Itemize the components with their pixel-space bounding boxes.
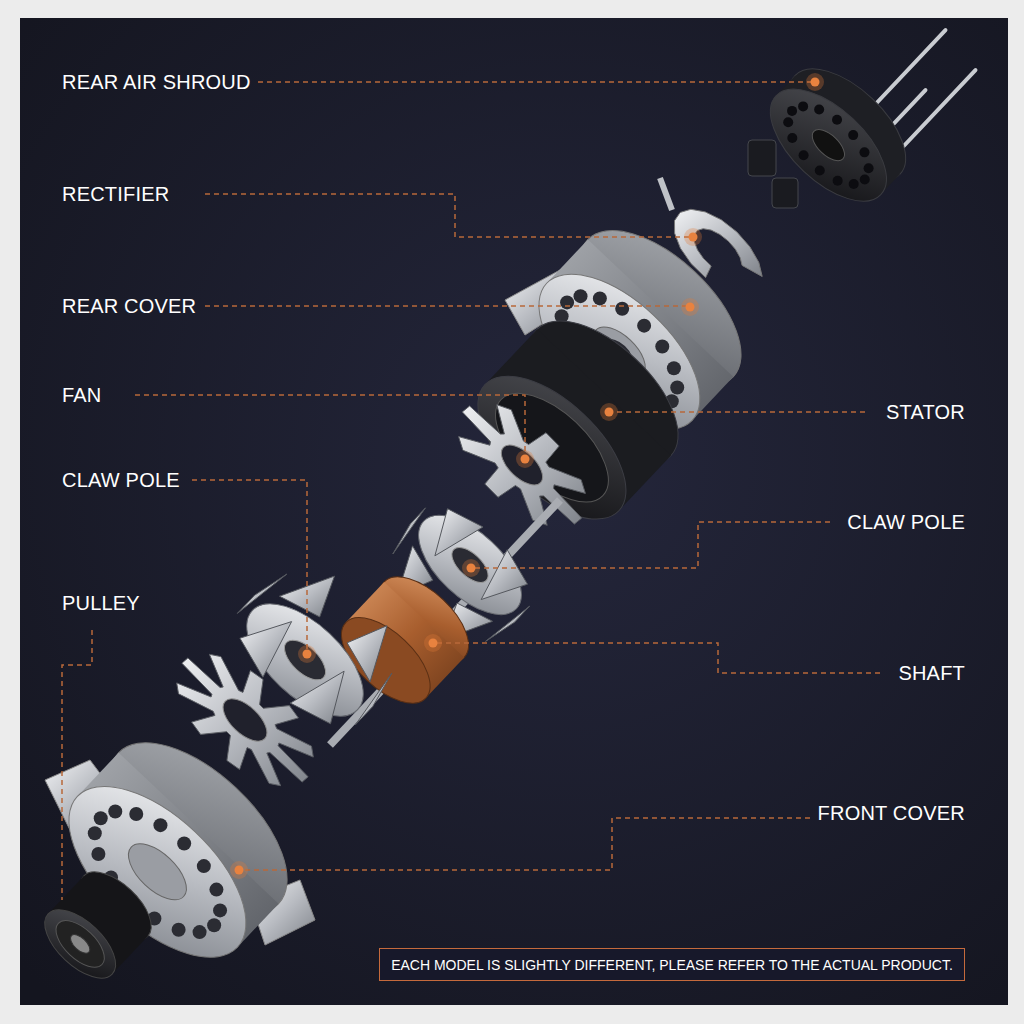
vent-slot: [91, 847, 105, 861]
leader-line: [612, 411, 865, 413]
part-shape: [486, 606, 530, 641]
part-disc: [453, 351, 650, 544]
vent-slot: [667, 361, 681, 375]
vent-slot: [172, 923, 186, 937]
vent-slot: [849, 179, 859, 189]
vent-slot: [593, 291, 607, 305]
vent-slot: [799, 150, 809, 160]
vent-slot: [560, 295, 574, 309]
leader-dot: [689, 233, 698, 242]
vent-slot: [859, 147, 869, 157]
bolt: [870, 30, 945, 110]
part-shape: [240, 622, 292, 678]
vent-slot: [207, 918, 221, 932]
part-label: SHAFT: [898, 661, 965, 685]
leader-line: [435, 643, 880, 673]
part-disc: [40, 756, 276, 987]
part-label: FAN: [62, 383, 102, 407]
leader-dot-glow: [230, 861, 248, 879]
part-label: RECTIFIER: [62, 182, 169, 206]
leader-dot-glow: [298, 645, 316, 663]
vent-slot: [193, 925, 207, 939]
leader-line: [205, 194, 690, 237]
vent-slot: [209, 883, 223, 897]
vent-slot: [787, 106, 797, 116]
vent-slot: [787, 133, 797, 143]
part-disc: [446, 541, 494, 588]
plug: [748, 140, 776, 176]
vent-slot: [615, 302, 629, 316]
plug: [772, 178, 798, 208]
leader-dot-glow: [462, 559, 480, 577]
part-shape: [393, 508, 426, 554]
part-label: STATOR: [886, 400, 965, 424]
part-label: CLAW POLE: [847, 510, 965, 534]
vent-slot: [177, 836, 191, 850]
vent-slot: [637, 319, 651, 333]
leader-line: [62, 630, 92, 900]
leader-dot: [467, 564, 476, 573]
vent-slot: [655, 340, 669, 354]
vent-slot: [833, 176, 843, 186]
vent-slot: [798, 101, 808, 111]
leader-dot-glow: [424, 634, 442, 652]
terminal-stud: [660, 178, 672, 210]
part-disc: [67, 931, 93, 956]
vent-slot: [94, 811, 108, 825]
part-shape: [459, 405, 586, 526]
notice-text: EACH MODEL IS SLIGHTLY DIFFERENT, PLEASE…: [391, 956, 953, 974]
leader-line: [205, 305, 688, 307]
vent-slot: [864, 163, 874, 173]
part-disc: [807, 124, 850, 166]
leader-line: [242, 818, 810, 870]
part-label: REAR COVER: [62, 294, 196, 318]
vent-slot: [848, 130, 858, 140]
part-shape: [355, 673, 391, 725]
part-label: PULLEY: [62, 591, 140, 615]
vent-slot: [197, 859, 211, 873]
vent-slot: [153, 818, 167, 832]
vent-slot: [108, 805, 122, 819]
leader-line: [135, 395, 525, 455]
vent-slot: [88, 826, 102, 840]
vent-slot: [213, 903, 227, 917]
vent-slot: [815, 166, 825, 176]
part-disc: [216, 691, 274, 748]
vent-slot: [814, 105, 824, 115]
leader-dot-glow: [684, 228, 702, 246]
part-label: FRONT COVER: [818, 801, 965, 825]
vent-slot: [129, 807, 143, 821]
part-disc: [33, 898, 127, 990]
leader-dot: [521, 455, 530, 464]
leader-line: [258, 81, 812, 83]
vent-slot: [670, 380, 684, 394]
leader-dot: [235, 866, 244, 875]
leader-line: [192, 480, 307, 650]
leader-line: [475, 522, 830, 568]
bolt: [900, 70, 975, 150]
vent-slot: [860, 174, 870, 184]
part-label: REAR AIR SHROUD: [62, 70, 251, 94]
leader-dot-glow: [681, 298, 699, 316]
leader-dot-glow: [516, 450, 534, 468]
vent-slot: [832, 115, 842, 125]
leader-dot-glow: [600, 403, 618, 421]
part-disc: [278, 633, 333, 687]
part-shape: [237, 574, 286, 613]
leader-dot: [811, 78, 820, 87]
leader-dot: [303, 650, 312, 659]
leader-dot-glow: [806, 73, 824, 91]
dark-panel: [20, 18, 1008, 1005]
part-shape: [347, 626, 387, 682]
part-disc: [48, 912, 112, 975]
vent-slot: [574, 289, 588, 303]
part-disc: [495, 438, 550, 492]
notice-box: EACH MODEL IS SLIGHTLY DIFFERENT, PLEASE…: [379, 948, 965, 981]
leader-dot: [605, 408, 614, 417]
vent-slot: [783, 117, 793, 127]
part-label: CLAW POLE: [62, 468, 180, 492]
leader-dot: [686, 303, 695, 312]
leader-dot: [429, 639, 438, 648]
